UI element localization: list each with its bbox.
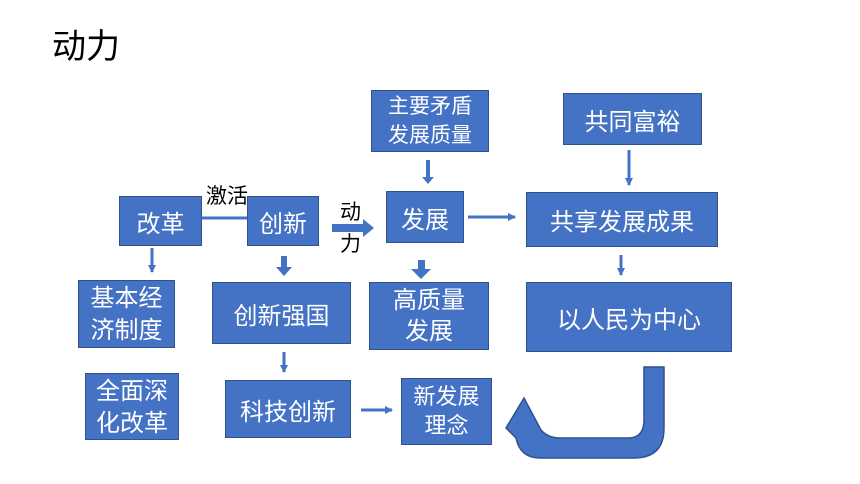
arrow-contradiction-development [422,160,434,184]
box-basic-economic-system-line2: 济制度 [90,316,163,344]
box-new-development-philosophy: 新发展 理念 [401,378,492,445]
box-reform-text: 改革 [136,209,185,238]
box-common-prosperity-text: 共同富裕 [584,107,681,136]
box-share-results-text: 共享发展成果 [550,208,694,236]
box-high-quality-development-line2: 发展 [405,317,453,345]
box-main-contradiction-line2: 发展质量 [388,123,472,147]
box-main-contradiction: 主要矛盾 发展质量 [371,90,489,152]
box-people-centered-text: 以人民为中心 [557,305,701,334]
box-high-quality-development-line1: 高质量 [393,286,465,314]
arrow-development-high-quality [411,260,431,279]
box-deepen-reform-line1: 全面深 [96,376,168,405]
box-high-quality-development: 高质量 发展 [369,282,489,350]
box-tech-innovation-text: 科技创新 [240,397,336,426]
box-development-text: 发展 [401,205,449,234]
label-driving-force-1: 动 [340,200,361,224]
arrow-innovation-nation [276,256,292,276]
box-development: 发展 [386,191,464,243]
box-deepen-reform-line2: 化改革 [96,408,168,437]
arrow-innovation-development [332,219,374,237]
box-people-centered: 以人民为中心 [526,282,732,352]
box-share-results: 共享发展成果 [526,192,718,247]
box-innovative-nation-text: 创新强国 [233,301,330,330]
page-title: 动力 [52,27,120,67]
box-common-prosperity: 共同富裕 [563,93,702,145]
box-new-development-philosophy-line2: 理念 [424,413,469,439]
box-deepen-reform: 全面深 化改革 [85,373,179,440]
box-basic-economic-system-line1: 基本经 [90,284,163,312]
box-main-contradiction-line1: 主要矛盾 [388,94,472,118]
box-innovation-text: 创新 [259,209,307,238]
box-reform: 改革 [119,196,202,246]
box-innovation: 创新 [247,196,319,246]
box-tech-innovation: 科技创新 [225,380,351,438]
arrow-curved-return [505,366,665,459]
label-activate: 激活 [206,184,248,208]
box-basic-economic-system: 基本经 济制度 [78,280,175,348]
box-new-development-philosophy-line1: 新发展 [413,384,480,410]
label-driving-force-2: 力 [340,232,361,256]
box-innovative-nation: 创新强国 [212,282,351,344]
